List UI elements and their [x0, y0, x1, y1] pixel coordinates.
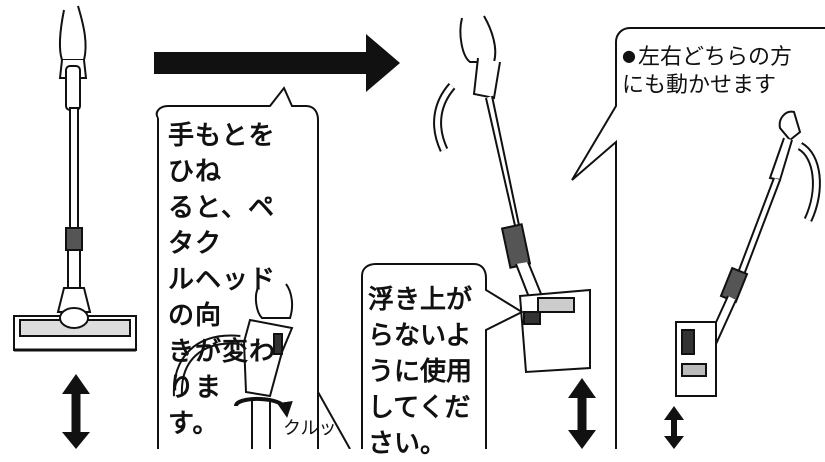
bullet-icon: ● — [622, 46, 636, 65]
vacuum-angled-view — [433, 15, 591, 374]
hand-twist-illustration — [172, 283, 294, 449]
updown-arrow-icon — [62, 374, 90, 449]
twist-callout-text: 手もとをひね ると、ペタク ルヘッドの向 きが変わりま す。 — [168, 121, 277, 439]
updown-arrow-icon-2 — [568, 378, 596, 449]
instruction-illustration: 手もとをひね ると、ペタク ルヘッドの向 きが変わりま す。 浮き上が らないよ… — [13, 5, 825, 459]
vacuum-side-view — [675, 110, 821, 397]
float-callout-text: 浮き上が らないよ うに使用 してくだ さい。 — [368, 285, 473, 459]
side-note-text: ●左右どちらの方 にも動かせます — [622, 42, 825, 100]
side-note-bubble — [571, 27, 825, 449]
float-callout-bubble — [361, 263, 525, 449]
twist-callout-bubble — [155, 86, 351, 449]
illustration-svg — [13, 5, 825, 449]
twist-sound-label: クルッ — [283, 418, 337, 439]
updown-arrow-icon-3 — [664, 406, 684, 449]
vacuum-front-view — [13, 5, 137, 352]
side-note-label: 左右どちらの方 にも動かせます — [622, 45, 792, 98]
right-arrow-icon — [154, 34, 400, 92]
